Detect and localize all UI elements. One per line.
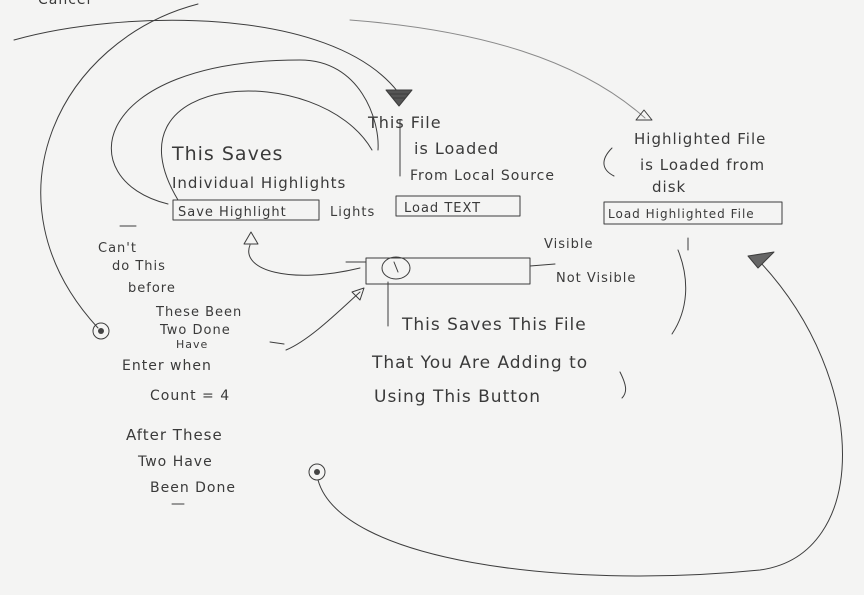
top-fragment: Cancel: [38, 0, 91, 8]
circle-marker-bottom-icon: [308, 463, 326, 481]
saves-file-line-1: This Saves This File: [401, 315, 587, 335]
arrow-save-up: [248, 244, 361, 276]
cant-note-line-1: Can't: [98, 241, 137, 256]
arrow-top-to-load-text: [13, 19, 399, 93]
cant-note-line-5: Two Done: [159, 323, 231, 338]
load-text-label: Load TEXT: [404, 201, 481, 216]
load-highlighted-label: Load Highlighted File: [608, 207, 755, 221]
visibility-note-line-2: Not Visible: [556, 271, 636, 286]
arrow-to-highlight-file: [349, 19, 646, 119]
cant-note-line-6: Have: [176, 338, 208, 351]
cant-note-line-4: These Been: [155, 305, 242, 320]
text-field-sketch[interactable]: [365, 257, 531, 285]
arrow-lights-loop: [161, 90, 373, 201]
arrowhead-down-icon: [385, 89, 413, 107]
arrow-save-loop: [110, 59, 379, 205]
brace-right: [671, 249, 687, 335]
arrow-bottom-loop: [317, 261, 843, 577]
load-note-line-3: From Local Source: [410, 168, 555, 184]
load-text-button[interactable]: [395, 195, 521, 217]
bracket-mark: [619, 371, 627, 399]
load-note-line-2: is Loaded: [414, 139, 499, 158]
cant-note-line-2: do This: [112, 259, 166, 274]
save-button-label: Save Highlight: [178, 205, 287, 220]
brace-left: [603, 147, 615, 177]
arrowhead-up-icon: [243, 231, 259, 245]
enter-note-line-5: Been Done: [150, 480, 236, 496]
lights-fragment: Lights: [330, 205, 375, 220]
arrowhead-up-right-icon: [351, 287, 365, 301]
visibility-note-line-1: Visible: [544, 237, 593, 252]
arrowhead-highlight-icon: [635, 109, 653, 121]
highlight-note-line-1: Highlighted File: [634, 130, 766, 148]
enter-note-line-4: Two Have: [137, 454, 213, 470]
arrow-cancel-to-circle: [40, 3, 199, 329]
saves-file-line-3: Using This Button: [374, 387, 541, 407]
enter-note-line-3: After These: [126, 426, 223, 444]
arrowhead-down-right-icon: [747, 251, 775, 269]
circle-marker-left-icon: [92, 322, 110, 340]
highlight-note-line-2: is Loaded from: [640, 156, 765, 174]
save-note-line-1: This Saves: [171, 143, 283, 165]
highlight-note-line-3: disk: [652, 178, 686, 196]
dash-mark-2: [269, 341, 285, 345]
saves-file-line-2: That You Are Adding to: [371, 353, 588, 373]
save-highlight-button[interactable]: [172, 199, 320, 221]
load-highlighted-file-button[interactable]: [603, 201, 783, 225]
arrow-enter-to-center: [285, 291, 361, 351]
enter-note-line-1: Enter when: [122, 358, 212, 374]
load-note-line-1: This File: [367, 113, 442, 132]
center-circle-icon: [381, 256, 411, 280]
save-note-line-2: Individual Highlights: [172, 174, 346, 192]
cant-note-line-3: before: [128, 281, 176, 296]
enter-note-line-2: Count = 4: [150, 388, 230, 404]
